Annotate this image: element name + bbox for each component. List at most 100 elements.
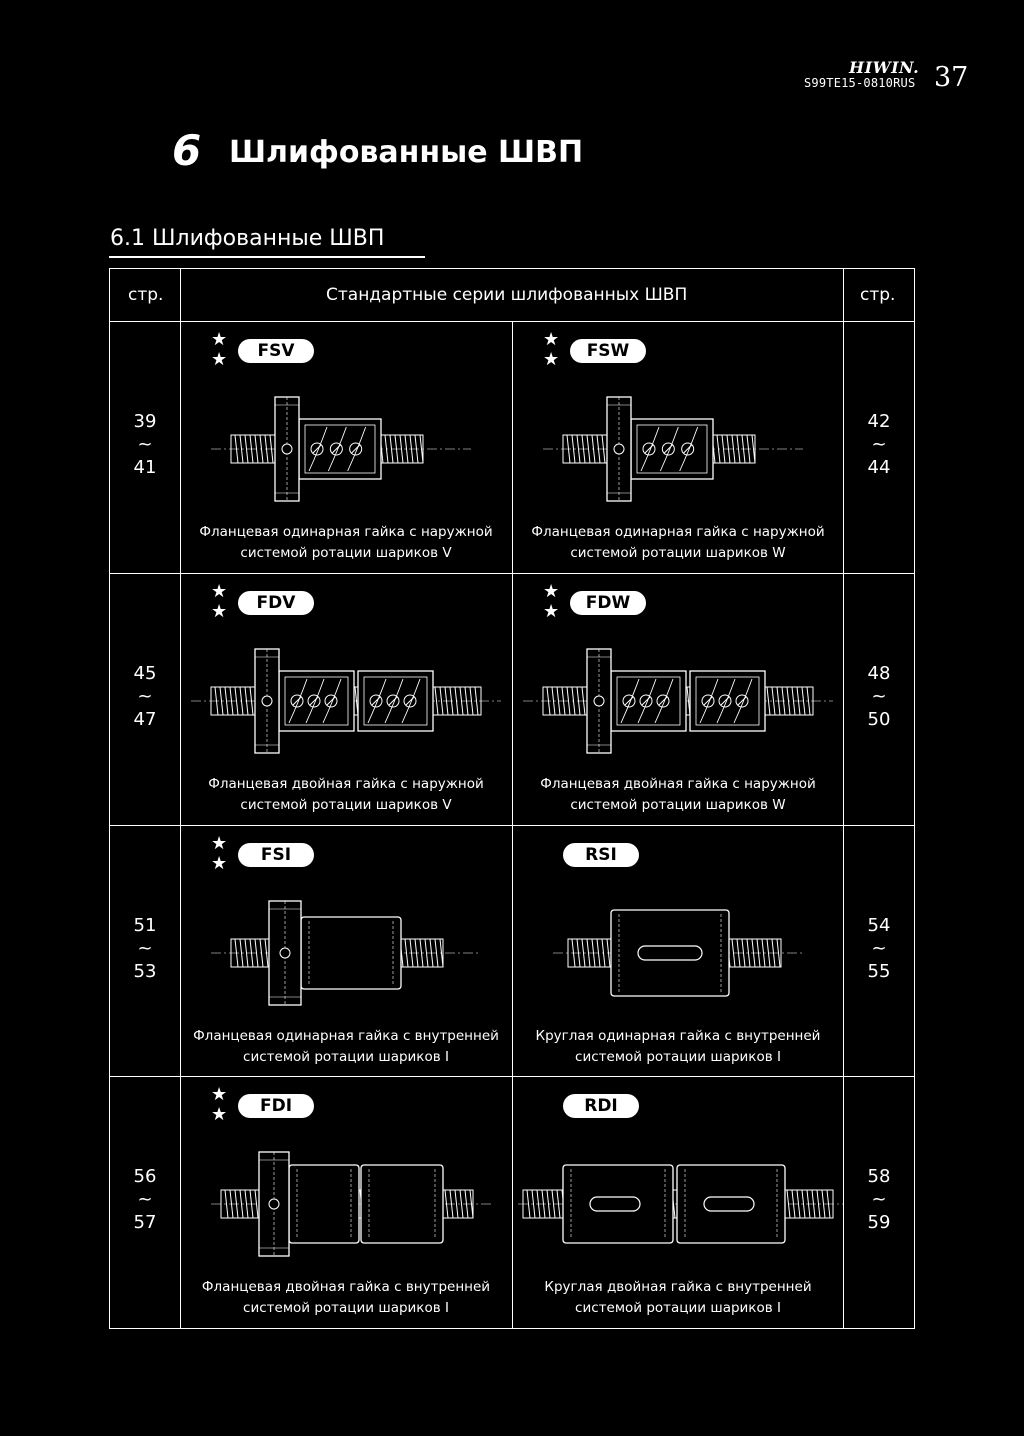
page-range-text: 51	[133, 915, 157, 936]
ballscrew-drawing	[523, 648, 833, 754]
page-range-text: 54	[867, 915, 891, 936]
ballscrew-drawing	[191, 648, 501, 754]
series-cell-fdw: ★★ FDW Фланцевая двойная гайка с наружной с…	[513, 574, 843, 825]
star-icon: ★★	[211, 329, 228, 370]
table-divider	[843, 269, 844, 1328]
page-range-text: ~	[137, 434, 153, 455]
nut-body-external-return	[689, 670, 766, 732]
table-divider	[110, 1076, 914, 1077]
series-cell-fsw: ★★ FSW Фланцевая одинарная гайка с наружно…	[513, 322, 843, 573]
description-line: Фланцевая двойная гайка с внутренней	[201, 1279, 491, 1295]
series-cell-fdi: ★★ FDI Фланцевая двойная гайка с внутренне…	[181, 1077, 511, 1328]
nut-flange	[254, 648, 280, 754]
description-line: системой ротации шариков W	[570, 797, 786, 813]
description-line: Круглая одинарная гайка с внутренней	[535, 1028, 821, 1044]
series-code-badge: FSV	[238, 339, 314, 363]
nut-body-internal-return	[288, 1164, 360, 1244]
page-range-right: 54~55	[844, 914, 914, 983]
series-table: стр. Стандартные серии шлифованных ШВП с…	[109, 268, 915, 1329]
series-code-badge: FSW	[570, 339, 646, 363]
page-range-text: 41	[133, 457, 157, 478]
page-range-text: 59	[867, 1212, 891, 1233]
page-range-text: 47	[133, 709, 157, 730]
chapter-number: 6	[172, 126, 202, 175]
series-code-badge: FSI	[238, 843, 314, 867]
series-cell-fsv: ★★ FSV Фланцевая одинарная гайка с наружно…	[181, 322, 511, 573]
nut-body-external-return	[630, 418, 714, 480]
section-underline	[109, 256, 425, 258]
header-series-title: Стандартные серии шлифованных ШВП	[326, 285, 688, 305]
page-range-left: 51~53	[110, 914, 180, 983]
page-range-left: 56~57	[110, 1165, 180, 1234]
nut-flange	[606, 396, 632, 502]
header-pages-right: стр.	[860, 285, 896, 305]
table-divider	[180, 269, 181, 1328]
page-range-text: 48	[867, 663, 891, 684]
key-slot	[703, 1196, 755, 1212]
page-range-text: ~	[871, 434, 887, 455]
ballscrew-drawing	[211, 1151, 491, 1257]
series-description: Фланцевая одинарная гайка с внутренней си…	[181, 1026, 511, 1068]
description-line: Фланцевая двойная гайка с наружной	[540, 776, 816, 792]
ballscrew-drawing	[553, 909, 803, 997]
description-line: системой ротации шариков I	[575, 1049, 781, 1065]
description-line: системой ротации шариков I	[243, 1049, 449, 1065]
key-slot	[637, 945, 703, 961]
section-title: 6.1 Шлифованные ШВП	[110, 226, 385, 251]
nut-body-external-return	[278, 670, 355, 732]
ballscrew-drawing	[518, 1164, 843, 1244]
page-range-text: ~	[137, 1189, 153, 1210]
table-divider	[110, 321, 914, 322]
key-slot	[589, 1196, 641, 1212]
page-range-text: ~	[871, 686, 887, 707]
series-description: Фланцевая двойная гайка с наружной систем…	[513, 774, 843, 816]
nut-flange	[268, 900, 302, 1006]
page-range-left: 45~47	[110, 662, 180, 731]
page-range-text: 55	[867, 961, 891, 982]
document-code: S99TE15-0810RUS	[804, 76, 916, 90]
nut-body-external-return	[610, 670, 687, 732]
series-cell-rsi: RSI Круглая одинарная гайка с внутренней с…	[513, 826, 843, 1077]
description-line: Фланцевая одинарная гайка с наружной	[199, 524, 493, 540]
description-line: системой ротации шариков I	[243, 1300, 449, 1316]
table-divider	[110, 573, 914, 574]
nut-body-internal-return	[300, 916, 402, 990]
ballscrew-drawing	[543, 396, 803, 502]
ballscrew-drawing	[211, 396, 471, 502]
description-line: системой ротации шариков W	[570, 545, 786, 561]
description-line: Круглая двойная гайка с внутренней	[544, 1279, 812, 1295]
page-range-text: 56	[133, 1166, 157, 1187]
page-range-right: 58~59	[844, 1165, 914, 1234]
page-number: 37	[934, 62, 969, 93]
series-code-badge: FDW	[570, 591, 646, 615]
series-description: Фланцевая одинарная гайка с наружной сист…	[513, 522, 843, 564]
series-code-badge: FDV	[238, 591, 314, 615]
nut-body-external-return	[357, 670, 434, 732]
page-range-right: 42~44	[844, 410, 914, 479]
page-range-text: ~	[871, 1189, 887, 1210]
nut-flange	[586, 648, 612, 754]
series-code-badge: FDI	[238, 1094, 314, 1118]
page-range-text: ~	[137, 938, 153, 959]
page-range-text: 44	[867, 457, 891, 478]
star-icon: ★★	[543, 581, 560, 622]
chapter-title: Шлифованные ШВП	[229, 135, 584, 170]
page-range-text: ~	[871, 938, 887, 959]
page-range-text: 57	[133, 1212, 157, 1233]
nut-flange	[274, 396, 300, 502]
page-range-left: 39~41	[110, 410, 180, 479]
series-code-badge: RSI	[563, 843, 639, 867]
series-description: Круглая одинарная гайка с внутренней сист…	[513, 1026, 843, 1068]
star-icon: ★★	[211, 1084, 228, 1125]
description-line: Фланцевая одинарная гайка с наружной	[531, 524, 825, 540]
description-line: Фланцевая одинарная гайка с внутренней	[193, 1028, 499, 1044]
table-divider	[110, 825, 914, 826]
star-icon: ★★	[543, 329, 560, 370]
nut-flange	[258, 1151, 290, 1257]
page-range-text: ~	[137, 686, 153, 707]
page-range-text: 53	[133, 961, 157, 982]
